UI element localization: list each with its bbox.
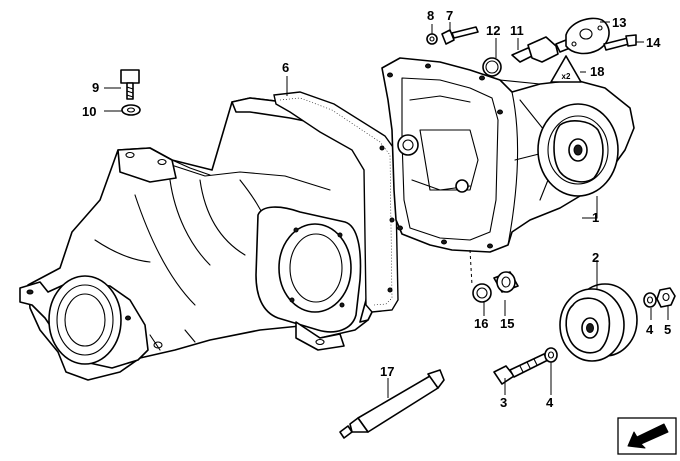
warning-label-text: x2 <box>562 72 571 81</box>
callout-12: 12 <box>486 23 500 38</box>
bolt-9 <box>120 69 140 100</box>
rubber-mount-2 <box>559 283 638 362</box>
callout-numbers: 1 2 3 4 4 5 6 7 8 9 10 11 12 13 14 15 16… <box>82 8 671 410</box>
washer-4-upper <box>643 292 657 308</box>
differential-rear-cover <box>381 57 635 253</box>
callout-13: 13 <box>612 15 626 30</box>
callout-5: 5 <box>664 322 671 337</box>
callout-8: 8 <box>427 8 434 23</box>
bolt-7 <box>441 26 479 45</box>
callout-17: 17 <box>380 364 394 379</box>
plug-15 <box>493 271 519 293</box>
cover-gasket <box>273 91 399 313</box>
callout-2: 2 <box>592 250 599 265</box>
nut-5 <box>656 287 676 308</box>
callout-16: 16 <box>474 316 488 331</box>
callout-6: 6 <box>282 60 289 75</box>
callout-1: 1 <box>592 210 599 225</box>
washer-4-lower <box>544 347 558 363</box>
callout-9: 9 <box>92 80 99 95</box>
callout-3: 3 <box>500 395 507 410</box>
callout-4-lower: 4 <box>546 395 554 410</box>
differential-housing <box>19 97 383 381</box>
callout-11: 11 <box>510 23 524 38</box>
callout-18: 18 <box>590 64 604 79</box>
callout-4-upper: 4 <box>646 322 654 337</box>
sealant-tube-17 <box>339 369 445 439</box>
callout-10: 10 <box>82 104 96 119</box>
callout-15: 15 <box>500 316 514 331</box>
bolt-3 <box>493 353 549 385</box>
o-ring-12 <box>482 57 502 77</box>
callout-7: 7 <box>446 8 453 23</box>
warning-triangle-icon: x2 <box>550 55 582 83</box>
washer-8 <box>426 33 438 45</box>
callout-14: 14 <box>646 35 661 50</box>
sensor-plug-11 <box>511 36 571 63</box>
view-direction-arrow-icon <box>617 417 677 455</box>
seal-ring-16 <box>472 283 492 303</box>
leader-lines <box>104 21 669 398</box>
bolt-14 <box>603 34 637 51</box>
washer-10 <box>121 104 141 116</box>
gasket-plate-13 <box>565 17 610 55</box>
